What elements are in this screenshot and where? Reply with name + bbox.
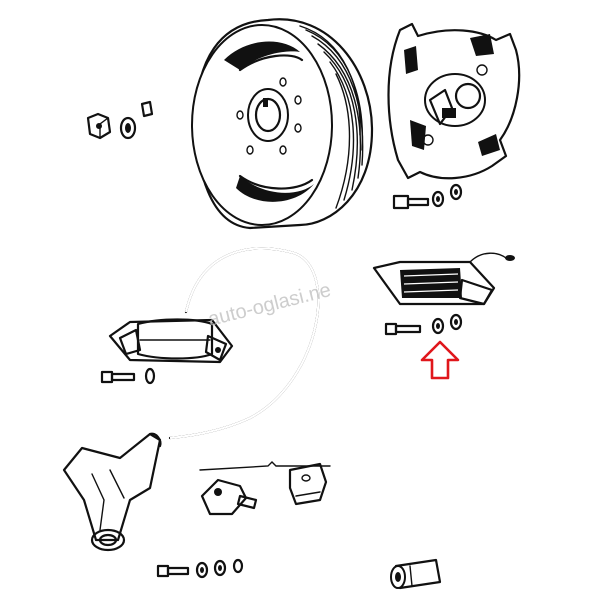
lighting-coil-fasteners [384,313,463,336]
lock-washer [431,190,445,208]
hex-nut [86,112,112,140]
hv-cable [168,247,320,440]
woodruff-key [140,100,154,118]
rotor-fins [299,25,364,209]
spacer-sleeve [390,558,442,590]
watermark-text: auto-oglasi.ne [206,279,333,331]
contact-breaker [200,478,258,516]
washer [449,183,463,201]
washer [119,116,137,140]
spark-plug-cap [62,432,162,552]
highlight-arrow [420,340,460,380]
ignition-coil [108,318,234,364]
bracket-reference-line [199,461,331,471]
bottom-screw-set [156,558,244,579]
ignition-coil-screw [100,367,156,385]
breaker-bracket [288,462,328,506]
rotor-bolt-holes [236,77,302,155]
stator-base-plate [387,22,521,180]
flywheel-rotor [191,18,374,230]
lighting-coil [372,252,515,306]
stator-bolt-set [392,183,463,210]
